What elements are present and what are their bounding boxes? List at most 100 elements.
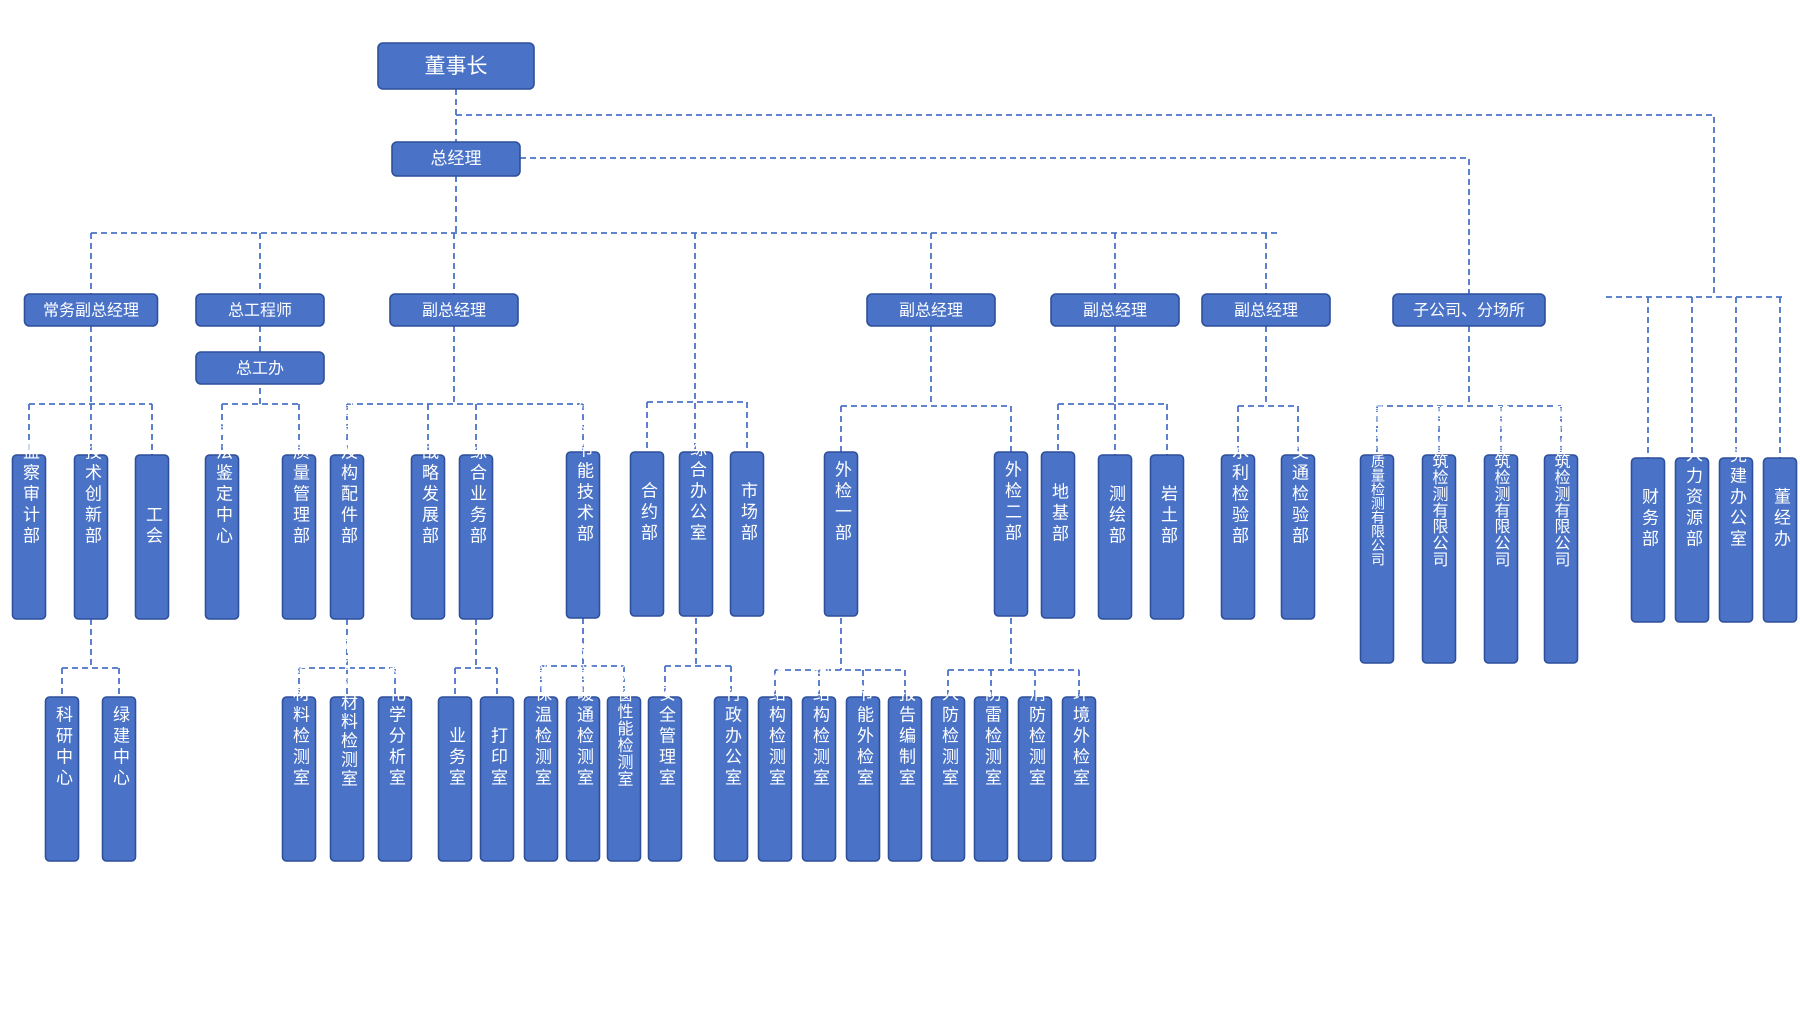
node-chairman-box [377, 42, 535, 90]
node-dept-11: 市场部 [729, 451, 765, 617]
node-dept-4: 质量管理部 [281, 442, 317, 620]
node-room-4-box [377, 696, 413, 862]
node-room-8-label: 节能暖通检测室 [573, 642, 594, 789]
node-room-3-box [329, 696, 365, 862]
node-deputy-gm-4: 副总经理 [1201, 293, 1331, 327]
node-dept-20-box [1421, 454, 1457, 664]
node-room-9-label: 建筑外窗性能检测室 [615, 635, 634, 787]
node-deputy-gm-1-label: 副总经理 [422, 301, 486, 320]
node-dept-12-label: 外检一部 [831, 460, 852, 544]
node-room-1: 绿建中心 [101, 696, 137, 862]
node-room-8-box [565, 696, 601, 862]
node-subsidiaries-box [1392, 293, 1546, 327]
node-dept-17: 水利检验部 [1220, 442, 1256, 620]
node-dept-7-box [458, 454, 494, 620]
node-deputy-gm-2-label: 副总经理 [899, 301, 963, 320]
node-dept-13: 外检二部 [993, 451, 1029, 617]
node-room-14-label: 节能外检室 [853, 684, 874, 789]
node-dept-26-box [1762, 457, 1798, 623]
node-room-7: 节能保温检测室 [523, 642, 559, 862]
node-room-16-box [930, 696, 966, 862]
node-room-18-label: 消防检测室 [1025, 684, 1046, 789]
node-dept-21-box [1483, 454, 1519, 664]
node-dept-8-box [565, 451, 601, 619]
node-deputy-gm-3-label: 副总经理 [1083, 301, 1147, 320]
node-room-13-box [801, 696, 837, 862]
node-dept-1: 技术创新部 [73, 442, 109, 620]
node-room-18: 消防检测室 [1017, 684, 1053, 862]
node-dept-21: 河北智贸建筑检测有限公司 [1483, 371, 1519, 664]
node-chief-office-box [195, 351, 325, 385]
node-dept-20: 河北智永建筑检测有限公司 [1421, 371, 1457, 664]
node-room-4: 建材化学分析室 [377, 642, 413, 862]
node-dept-22-box [1543, 454, 1579, 664]
node-dept-13-label: 外检二部 [1001, 460, 1022, 544]
node-dept-19: 河北智建工程质量检测有限公司 [1359, 370, 1395, 664]
node-general-manager-label: 总经理 [431, 149, 482, 169]
node-dept-18: 交通检验部 [1280, 442, 1316, 620]
node-room-10-label: 安全管理室 [655, 684, 676, 789]
node-dept-16-label: 岩土部 [1157, 484, 1178, 547]
connector-lines [28, 89, 1784, 697]
connector-chairman-staff [456, 114, 1715, 297]
node-dept-19-label: 河北智建工程质量检测有限公司 [1369, 370, 1385, 566]
node-dept-25-label: 党建办公室 [1726, 445, 1747, 550]
node-dept-8-label: 建材节能技术部 [573, 398, 594, 545]
node-dept-2-label: 工会 [142, 506, 163, 548]
node-room-19-label: 环境外检室 [1069, 685, 1090, 790]
node-room-5: 业务室 [437, 696, 473, 862]
node-room-5-label: 业务室 [445, 726, 466, 789]
node-dept-10: 综合办公室 [678, 439, 714, 617]
node-dept-23-box [1630, 457, 1666, 623]
node-room-17: 防雷检测室 [973, 684, 1009, 862]
node-room-19-box [1061, 696, 1097, 862]
node-subsidiaries-label: 子公司、分场所 [1413, 301, 1525, 320]
node-chairman-label: 董事长 [425, 54, 488, 78]
node-dept-0-box [11, 454, 47, 620]
node-room-19: 环境外检室 [1061, 685, 1097, 862]
node-chief-engineer: 总工程师 [195, 293, 325, 327]
node-dept-16-box [1149, 454, 1185, 620]
node-room-3: 非结构材料检测室 [329, 636, 365, 862]
node-dept-17-label: 水利检验部 [1228, 442, 1249, 547]
node-dept-22: 河北智研建筑检测有限公司 [1543, 371, 1579, 664]
node-dept-5-label: 建材及构配件部 [337, 400, 358, 547]
node-room-1-label: 绿建中心 [109, 705, 130, 789]
node-general-manager: 总经理 [391, 141, 521, 177]
node-dept-23: 财务部 [1630, 457, 1666, 623]
node-room-12-label: 主体结构检测室 [765, 642, 786, 789]
node-dept-4-label: 质量管理部 [289, 442, 310, 547]
node-dept-6-label: 战略发展部 [418, 442, 439, 547]
node-room-5-box [437, 696, 473, 862]
node-dept-3-label: 司法鉴定中心 [212, 422, 233, 548]
node-room-12-box [757, 696, 793, 862]
node-deputy-gm-2: 副总经理 [866, 293, 996, 327]
node-room-13: 钢结构检测室 [801, 663, 837, 862]
node-dept-18-box [1280, 454, 1316, 620]
node-room-14: 节能外检室 [845, 684, 881, 862]
node-dept-3-box [204, 454, 240, 620]
node-room-14-box [845, 696, 881, 862]
node-dept-16: 岩土部 [1149, 454, 1185, 620]
node-room-0-box [44, 696, 80, 862]
node-room-9: 建筑外窗性能检测室 [606, 635, 642, 862]
node-room-18-box [1017, 696, 1053, 862]
node-room-6: 打印室 [479, 696, 515, 862]
node-general-manager-box [391, 141, 521, 177]
node-dept-24-label: 人力资源部 [1682, 445, 1703, 550]
node-dept-9-label: 合约部 [637, 481, 658, 544]
node-dept-5: 建材及构配件部 [329, 400, 365, 620]
node-room-11-box [713, 696, 749, 862]
node-dept-2-box [134, 454, 170, 620]
node-dept-11-box [729, 451, 765, 617]
node-dept-13-box [993, 451, 1029, 617]
node-dept-1-box [73, 454, 109, 620]
org-nodes: 董事长总经理常务副总经理总工程师副总经理副总经理副总经理副总经理子公司、分场所总… [11, 42, 1798, 862]
node-chief-engineer-box [195, 293, 325, 327]
node-dept-12: 外检一部 [823, 451, 859, 617]
node-dept-0: 监察审计部 [11, 442, 47, 620]
node-dept-25-box [1718, 457, 1754, 623]
node-deputy-gm-4-label: 副总经理 [1234, 301, 1298, 320]
node-room-0: 科研中心 [44, 696, 80, 862]
node-dept-26: 董经办 [1762, 457, 1798, 623]
